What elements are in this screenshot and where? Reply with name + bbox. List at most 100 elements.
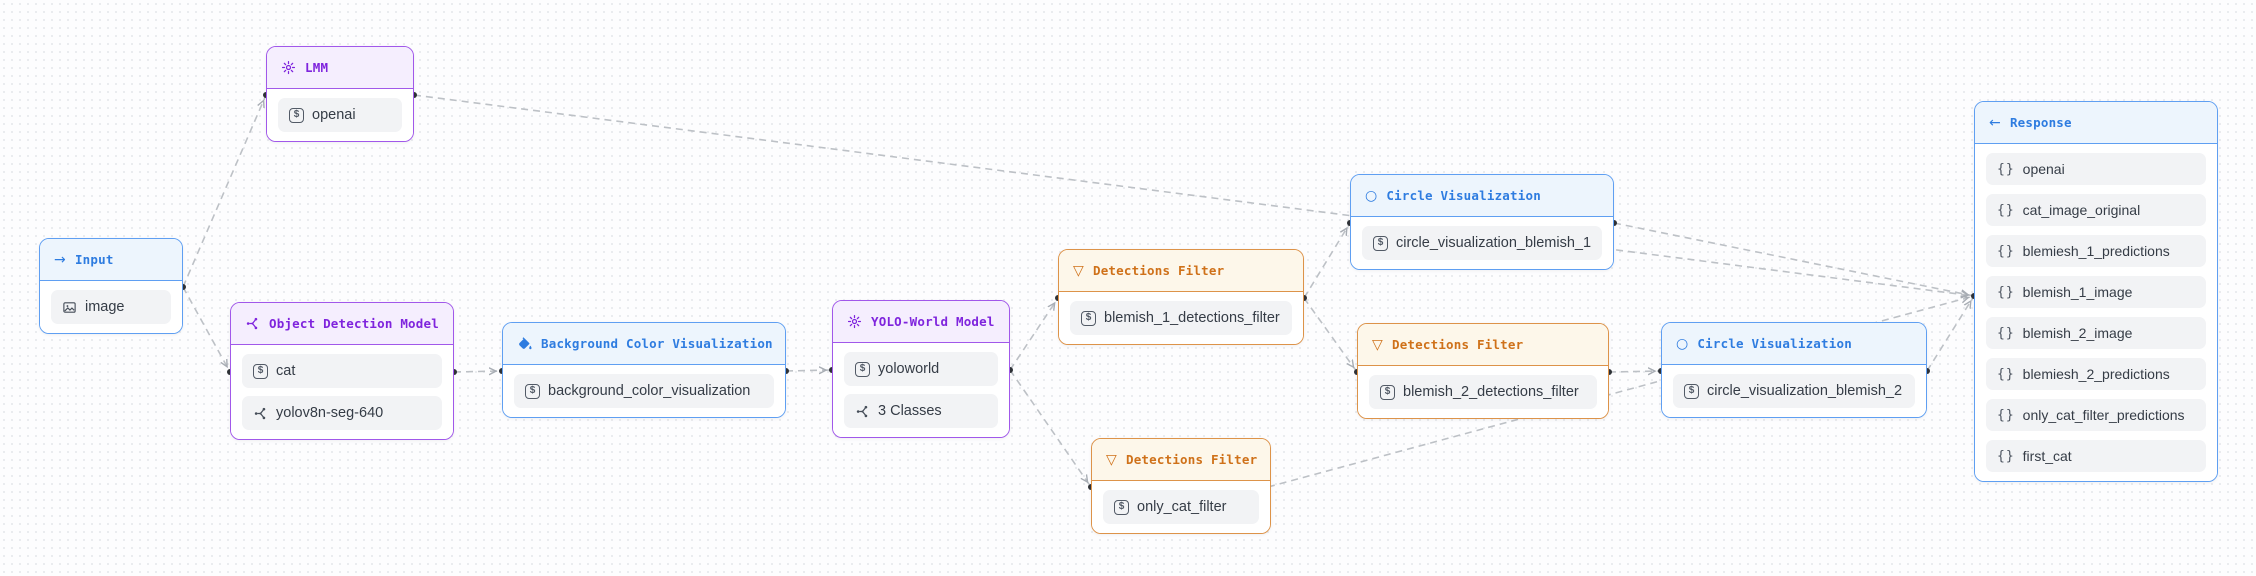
response-output-label: blemish_2_image: [2022, 325, 2133, 341]
node-field-label: only_cat_filter: [1137, 499, 1227, 515]
node-detections-filter-blemish-1[interactable]: ▽ Detections Filter $ blemish_1_detectio…: [1058, 249, 1304, 345]
response-output[interactable]: {} blemiesh_1_predictions: [1986, 235, 2206, 267]
response-output[interactable]: {} blemiesh_2_predictions: [1986, 358, 2206, 390]
node-field-label: 3 Classes: [878, 403, 942, 419]
node-object-detection-model[interactable]: Object Detection Model $ cat yolov8n-seg…: [230, 302, 454, 440]
node-header[interactable]: ▽ Detections Filter: [1059, 250, 1303, 292]
node-header[interactable]: LMM: [267, 47, 413, 89]
node-field[interactable]: $ openai: [278, 98, 402, 132]
braces-icon: {}: [1997, 243, 2015, 259]
node-circle-visualization-blemish-1[interactable]: ○ Circle Visualization $ circle_visualiz…: [1350, 174, 1614, 270]
node-input[interactable]: → Input image: [39, 238, 183, 334]
braces-icon: {}: [1997, 407, 2015, 423]
edge-cv1-response: [1613, 222, 1975, 296]
node-field[interactable]: 3 Classes: [844, 394, 998, 428]
response-output[interactable]: {} only_cat_filter_predictions: [1986, 399, 2206, 431]
paint-bucket-icon: [517, 336, 532, 351]
string-icon: $: [1081, 310, 1096, 326]
node-detections-filter-blemish-2[interactable]: ▽ Detections Filter $ blemish_2_detectio…: [1357, 323, 1609, 419]
string-icon: $: [1380, 384, 1395, 400]
node-field[interactable]: $ blemish_1_detections_filter: [1070, 301, 1292, 335]
response-output-label: cat_image_original: [2022, 202, 2141, 218]
string-icon: $: [1114, 499, 1129, 515]
node-header[interactable]: ▽ Detections Filter: [1092, 439, 1270, 481]
response-output-label: first_cat: [2022, 448, 2072, 464]
circle-icon: ○: [1676, 335, 1689, 352]
node-header[interactable]: YOLO-World Model: [833, 301, 1009, 343]
response-output-label: blemiesh_2_predictions: [2022, 366, 2170, 382]
edge-df3-response: [1267, 295, 1975, 488]
string-icon: $: [525, 383, 540, 399]
edge-lmm-response: [413, 94, 1975, 296]
node-lmm[interactable]: LMM $ openai: [266, 46, 414, 142]
node-field-label: openai: [312, 107, 356, 123]
edge-yolo-df1: [1009, 297, 1059, 371]
node-header[interactable]: → Input: [40, 239, 182, 281]
arrow-left-icon: ←: [1989, 114, 2001, 131]
response-output-label: blemish_1_image: [2022, 284, 2133, 300]
edge-odm-bcv: [453, 371, 503, 372]
braces-icon: {}: [1997, 325, 2015, 341]
edge-bcv-yolo: [785, 370, 833, 371]
string-icon: $: [253, 363, 268, 379]
node-field-label: blemish_2_detections_filter: [1403, 384, 1579, 400]
node-response[interactable]: ← Response {} openai {} cat_image_origin…: [1974, 101, 2218, 482]
filter-icon: ▽: [1106, 451, 1117, 468]
response-output-label: only_cat_filter_predictions: [2022, 407, 2185, 423]
model-graph-icon: [253, 406, 268, 421]
braces-icon: {}: [1997, 161, 2015, 177]
node-detections-filter-only-cat[interactable]: ▽ Detections Filter $ only_cat_filter: [1091, 438, 1271, 534]
response-output[interactable]: {} openai: [1986, 153, 2206, 185]
node-field[interactable]: $ circle_visualization_blemish_1: [1362, 226, 1602, 260]
gear-icon: [281, 60, 296, 75]
node-field[interactable]: $ yoloworld: [844, 352, 998, 386]
node-header[interactable]: ← Response: [1975, 102, 2217, 144]
node-field[interactable]: $ circle_visualization_blemish_2: [1673, 374, 1915, 408]
string-icon: $: [1373, 235, 1388, 251]
node-header[interactable]: ○ Circle Visualization: [1662, 323, 1926, 365]
node-circle-visualization-blemish-2[interactable]: ○ Circle Visualization $ circle_visualiz…: [1661, 322, 1927, 418]
node-field[interactable]: $ cat: [242, 354, 442, 388]
response-output[interactable]: {} blemish_1_image: [1986, 276, 2206, 308]
string-icon: $: [855, 361, 870, 377]
node-background-color-visualization[interactable]: Background Color Visualization $ backgro…: [502, 322, 786, 418]
node-field[interactable]: $ only_cat_filter: [1103, 490, 1259, 524]
node-title: Input: [74, 252, 114, 267]
node-title: Background Color Visualization: [541, 336, 773, 351]
node-field[interactable]: $ blemish_2_detections_filter: [1369, 375, 1597, 409]
node-field-label: yolov8n-seg-640: [276, 405, 384, 421]
node-title: YOLO-World Model: [871, 314, 995, 329]
response-output[interactable]: {} cat_image_original: [1986, 194, 2206, 226]
node-title: Circle Visualization: [1386, 188, 1541, 203]
node-title: Object Detection Model: [269, 316, 439, 331]
response-output[interactable]: {} blemish_2_image: [1986, 317, 2206, 349]
braces-icon: {}: [1997, 202, 2015, 218]
node-field-label: background_color_visualization: [548, 383, 751, 399]
node-yolo-world-model[interactable]: YOLO-World Model $ yoloworld 3 Classes: [832, 300, 1010, 438]
node-title: Detections Filter: [1391, 337, 1524, 352]
node-header[interactable]: Background Color Visualization: [503, 323, 785, 365]
edge-df1-df2: [1303, 297, 1358, 373]
node-field[interactable]: image: [51, 290, 171, 324]
edge-input-lmm: [182, 94, 267, 288]
node-field[interactable]: yolov8n-seg-640: [242, 396, 442, 430]
node-header[interactable]: Object Detection Model: [231, 303, 453, 345]
node-field[interactable]: $ background_color_visualization: [514, 374, 774, 408]
arrow-right-icon: →: [54, 251, 66, 268]
node-title: Response: [2009, 115, 2072, 130]
model-graph-icon: [245, 316, 260, 331]
edge-input-odm: [182, 286, 231, 373]
edge-df1-cv1: [1303, 222, 1351, 299]
node-header[interactable]: ○ Circle Visualization: [1351, 175, 1613, 217]
circle-icon: ○: [1365, 187, 1378, 204]
filter-icon: ▽: [1372, 336, 1383, 353]
response-output[interactable]: {} first_cat: [1986, 440, 2206, 472]
node-header[interactable]: ▽ Detections Filter: [1358, 324, 1608, 366]
edge-yolo-df3: [1009, 369, 1092, 488]
response-output-label: blemiesh_1_predictions: [2022, 243, 2170, 259]
node-field-label: circle_visualization_blemish_1: [1396, 235, 1592, 251]
node-title: Detections Filter: [1092, 263, 1225, 278]
string-icon: $: [289, 107, 304, 123]
model-graph-icon: [855, 404, 870, 419]
